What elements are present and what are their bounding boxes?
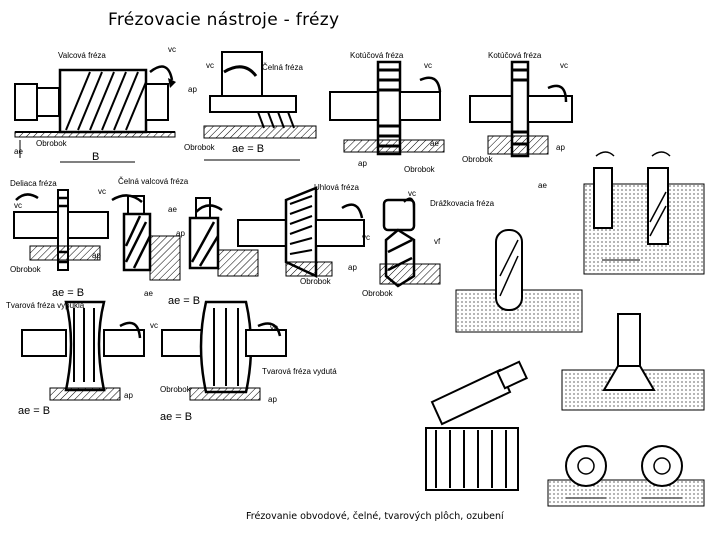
angle-mill-illustration — [561, 313, 705, 411]
label-drazkovacia: Drážkovacia fréza — [430, 199, 495, 208]
label-obrobok-2: Obrobok — [184, 143, 216, 152]
label-vc-8: vc — [408, 189, 416, 198]
label-uhlova: Uhlová fréza — [314, 183, 359, 192]
label-vc-7: vc — [362, 233, 370, 242]
label-vc-4: vc — [560, 61, 568, 70]
label-ae-B-9: ae = B — [18, 405, 50, 417]
end-mills-illustration — [583, 151, 705, 275]
disc-cutter-1-figure: Kotúčová fréza vc ae Obrobok ap — [329, 51, 445, 174]
label-tvarova-vyduta: Tvarová fréza vydutá — [262, 367, 337, 376]
label-ap-6: ap — [176, 229, 185, 238]
label-tvarova-vypukla: Tvarová fréza vypuklá — [6, 301, 85, 310]
label-ap-3: ap — [358, 159, 367, 168]
label-ap-B-6: ae = B — [168, 295, 200, 307]
label-vf-8: vf — [434, 237, 441, 246]
label-ae-B-10: ae = B — [160, 411, 192, 423]
label-valcova-freza: Valcová fréza — [58, 51, 106, 60]
label-ae-1: ae — [14, 147, 23, 156]
label-obrobok-10: Obrobok — [160, 385, 192, 394]
convex-form-cutter-figure: Tvarová fréza vypuklá vc ap ae = B — [6, 300, 158, 417]
label-celna-freza: Čelná fréza — [262, 63, 303, 72]
angle-cutter-figure: Uhlová fréza vc Obrobok ap — [237, 183, 370, 286]
label-vc-1: vc — [168, 45, 176, 54]
ball-end-mill-illustration — [455, 229, 583, 333]
label-ae-B-2: ae = B — [232, 143, 264, 155]
disc-cutter-2-figure: Kotúčová fréza vc ap Obrobok ae — [462, 51, 573, 190]
face-mill-figure: Čelná fréza vc ap Obrobok ae = B — [184, 51, 317, 161]
label-ap-2: ap — [188, 85, 197, 94]
label-ap-7: ap — [348, 263, 357, 272]
label-vc-2: vc — [206, 61, 214, 70]
label-kotucova-1: Kotúčová fréza — [350, 51, 404, 60]
label-obrobok-4: Obrobok — [462, 155, 494, 164]
label-obrobok-1: Obrobok — [36, 139, 68, 148]
label-ae-6b: ae — [144, 289, 153, 298]
label-celna-valcova: Čelná valcová fréza — [118, 177, 189, 186]
figure-caption: Frézovanie obvodové, čelné, tvarových pl… — [246, 511, 504, 522]
label-vc-10: vc — [270, 323, 278, 332]
label-ae-B-5: ae = B — [52, 287, 84, 299]
label-vc-3: vc — [424, 61, 432, 70]
slide-title: Frézovacie nástroje - frézy — [108, 10, 340, 30]
concave-form-cutter-figure: vc Obrobok Tvarová fréza vydutá ap ae = … — [160, 300, 337, 423]
gear-cutters-illustration — [547, 445, 705, 507]
cylindrical-cutter-figure: Valcová fréza vc Obrobok B ae — [14, 45, 176, 163]
slitting-cutter-figure: Deliaca fréza vc Obrobok ap ae = B — [10, 179, 109, 299]
label-ap-9: ap — [124, 391, 133, 400]
label-vc-5: vc — [14, 201, 22, 210]
label-deliaca: Deliaca fréza — [10, 179, 57, 188]
slot-drill-figure: Drážkovacia fréza vc vf Obrobok — [362, 189, 495, 298]
label-vc-6: vc — [98, 187, 106, 196]
label-B-1: B — [92, 151, 99, 163]
gear-hob-illustration — [425, 360, 529, 491]
label-ap-10: ap — [268, 395, 277, 404]
label-obrobok-8: Obrobok — [362, 289, 394, 298]
label-obrobok-5: Obrobok — [10, 265, 42, 274]
label-ae-6: ae — [168, 205, 177, 214]
label-ae-3: ae — [430, 139, 439, 148]
label-ap-4: ap — [556, 143, 565, 152]
label-kotucova-2: Kotúčová fréza — [488, 51, 542, 60]
shell-end-mill-figure: Čelná valcová fréza vc ae ap ae ae = B — [98, 177, 259, 307]
label-vc-9: vc — [150, 321, 158, 330]
label-ap-5: ap — [92, 251, 101, 260]
label-ae-4: ae — [538, 181, 547, 190]
label-obrobok-3: Obrobok — [404, 165, 436, 174]
label-obrobok-7: Obrobok — [300, 277, 332, 286]
